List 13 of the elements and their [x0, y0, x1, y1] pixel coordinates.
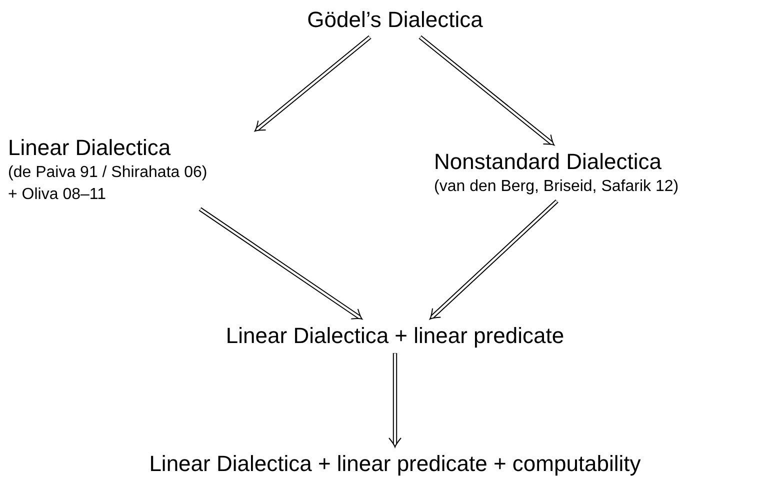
node-title: Linear Dialectica + linear predicate + computability — [149, 450, 641, 478]
node-note: + Oliva 08–11 — [8, 185, 106, 205]
double-arrow — [254, 35, 372, 132]
node-title: Nonstandard Dialectica — [434, 148, 662, 176]
node-title: Linear Dialectica — [8, 134, 171, 162]
double-arrow — [198, 207, 362, 320]
node-note: (van den Berg, Briseid, Safarik 12) — [434, 177, 679, 197]
node-note: (de Paiva 91 / Shirahata 06) — [8, 163, 208, 183]
node-title: Gödel’s Dialectica — [307, 6, 483, 34]
double-arrow — [388, 352, 402, 448]
double-arrow — [418, 35, 554, 146]
double-arrow — [430, 199, 559, 320]
node-title: Linear Dialectica + linear predicate — [226, 322, 564, 350]
